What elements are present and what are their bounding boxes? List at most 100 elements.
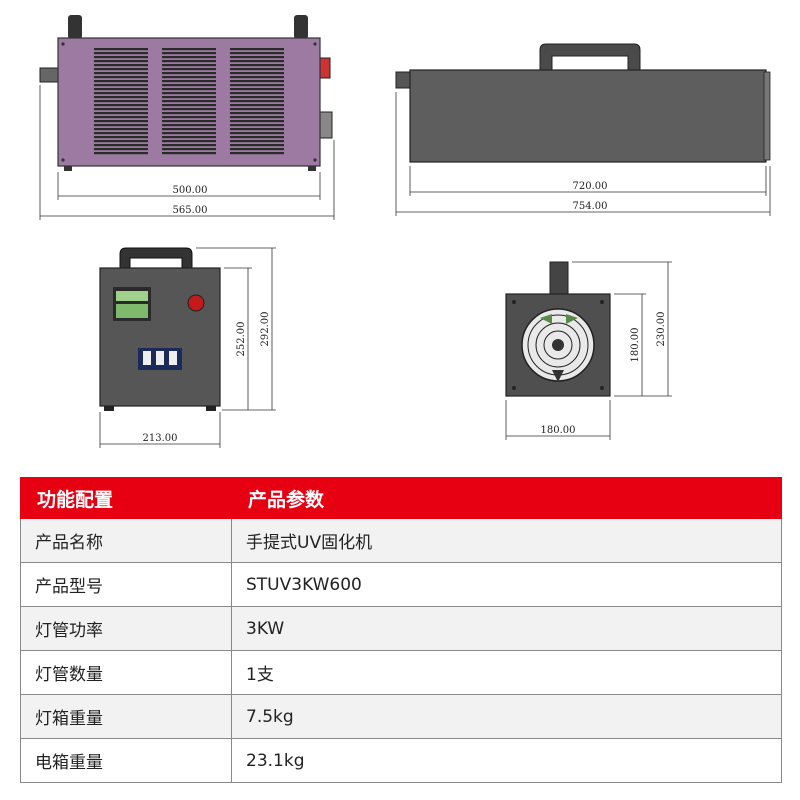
vent-slat [230,88,284,91]
vent-slat [230,96,284,99]
vent-slat [162,128,216,131]
table-row: 灯管数量 1支 [20,650,782,695]
vent-slat [162,144,216,147]
vent-slat [94,52,148,55]
vent-slat [94,56,148,59]
row-label: 产品名称 [20,518,232,563]
vent-slat [94,148,148,151]
vent-slat [162,52,216,55]
header-function: 功能配置 [20,477,232,519]
vent-slat [230,84,284,87]
vent-slat [94,100,148,103]
dim-side-outer: 754.00 [573,201,608,212]
vent-slat [230,152,284,155]
dim-leftend-width: 213.00 [143,433,178,444]
vent-slat [230,128,284,131]
vent-slat [162,80,216,83]
vent-slat [94,124,148,127]
vent-slat [94,72,148,75]
vent-slat [162,124,216,127]
vent-slat [230,144,284,147]
dim-leftend-height-outer: 292.00 [260,312,271,347]
vent-slat [94,64,148,67]
row-label: 灯管功率 [20,606,232,651]
vent-slat [162,72,216,75]
front-view: 500.00 565.00 [39,15,335,220]
vent-slat [230,136,284,139]
vent-slat [162,64,216,67]
vent-slat [162,120,216,123]
vent-slat [94,60,148,63]
vent-slat [162,76,216,79]
table-row: 产品型号 STUV3KW600 [20,562,782,607]
vent-slat [230,52,284,55]
vent-slat [162,96,216,99]
vent-slat [162,100,216,103]
row-label: 电箱重量 [20,738,232,783]
row-value: STUV3KW600 [231,562,782,607]
vent-slat [162,84,216,87]
row-value: 7.5kg [231,694,782,739]
vent-slat [94,120,148,123]
vent-slat [162,88,216,91]
vent-slat [162,56,216,59]
row-value: 23.1kg [231,738,782,783]
technical-drawings: 500.00 565.00 720.00 754.00 213.00 [39,15,771,448]
vent-slat [94,48,148,51]
vent-slat [94,96,148,99]
vent-slat [94,80,148,83]
row-value: 1支 [231,650,782,695]
vent-slat [230,64,284,67]
vent-slat [94,152,148,155]
vent-slat [94,128,148,131]
row-value: 手提式UV固化机 [231,518,782,563]
row-label: 灯管数量 [20,650,232,695]
row-label: 产品型号 [20,562,232,607]
vent-slat [162,140,216,143]
vent-slat [230,124,284,127]
end-view-left: 213.00 252.00 292.00 [99,247,276,448]
vent-slat [162,148,216,151]
dim-rightend-height-inner: 180.00 [630,328,641,363]
vent-slat [94,136,148,139]
dim-leftend-height-inner: 252.00 [236,322,247,357]
vent-slat [230,108,284,111]
vent-slat [94,108,148,111]
table-row: 电箱重量 23.1kg [20,738,782,783]
vent-slat [162,104,216,107]
row-label: 灯箱重量 [20,694,232,739]
table-row: 灯箱重量 7.5kg [20,694,782,739]
vent-slat [230,72,284,75]
vent-slat [162,108,216,111]
vent-slat [230,56,284,59]
dim-rightend-height-outer: 230.00 [656,312,667,347]
vent-slat [94,76,148,79]
vent-slat [230,100,284,103]
vent-slat [94,140,148,143]
vent-slat [230,80,284,83]
vent-slat [94,112,148,115]
vent-slat [230,60,284,63]
vent-slat [94,144,148,147]
spec-table: 功能配置 产品参数 产品名称 手提式UV固化机 产品型号 STUV3KW600 … [20,477,782,783]
vent-slat [230,132,284,135]
row-value: 3KW [231,606,782,651]
vent-slat [162,116,216,119]
vent-slat [162,60,216,63]
table-row: 产品名称 手提式UV固化机 [20,518,782,563]
dim-front-outer: 565.00 [173,205,208,216]
vent-slat [230,48,284,51]
vent-slat [162,92,216,95]
vent-slat [162,68,216,71]
vent-slat [230,68,284,71]
vent-slat [94,116,148,119]
vent-slat [162,136,216,139]
vent-slat [94,92,148,95]
dim-rightend-width: 180.00 [541,425,576,436]
dim-side-inner: 720.00 [573,181,608,192]
vent-slat [162,132,216,135]
header-params: 产品参数 [231,477,782,519]
vent-slat [230,112,284,115]
vent-slat [94,132,148,135]
side-view: 720.00 754.00 [395,43,771,216]
